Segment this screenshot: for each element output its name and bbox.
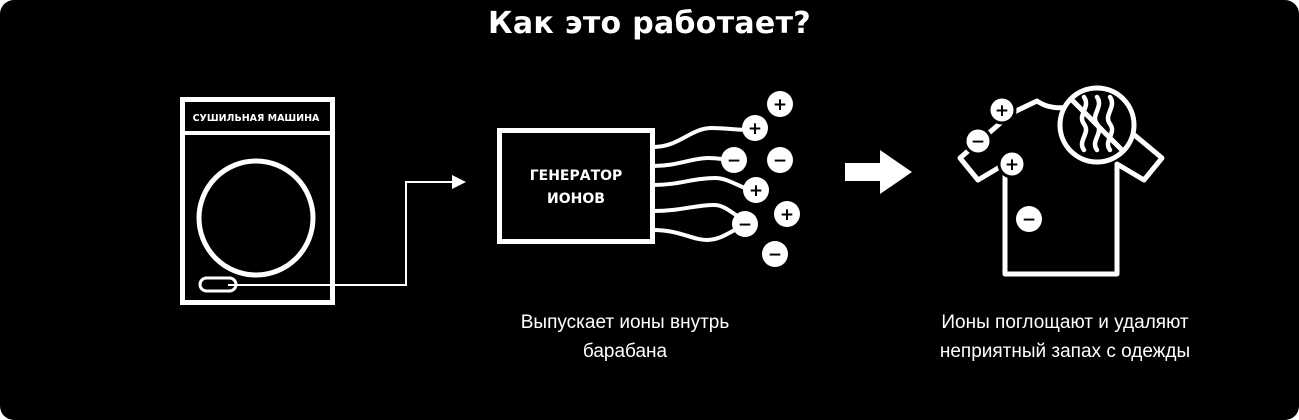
svg-text:+: + [1005, 155, 1019, 175]
svg-text:+: + [748, 119, 762, 139]
svg-text:+: + [749, 181, 763, 201]
svg-text:−: − [773, 151, 787, 171]
no-odor-icon [1057, 85, 1137, 165]
ion-plus: + [767, 91, 793, 117]
shirt-caption-line1: Ионы поглощают и удаляют [941, 312, 1189, 333]
shirt-caption: Ионы поглощают и удаляют неприятный запа… [900, 308, 1230, 366]
ion-minus: − [721, 147, 747, 173]
svg-text:+: + [780, 205, 794, 225]
generator-caption: Выпускает ионы внутрь барабана [480, 308, 770, 366]
ion-minus: − [1016, 206, 1042, 232]
svg-text:−: − [768, 245, 782, 265]
svg-text:−: − [971, 132, 985, 152]
generator-label-line1: ГЕНЕРАТОР [530, 168, 623, 184]
dryer-label: СУШИЛЬНАЯ МАШИНА [193, 113, 320, 124]
ion-plus: + [987, 95, 1017, 125]
ion-plus: + [742, 115, 768, 141]
page-title: Как это работает? [488, 6, 811, 41]
generator-caption-line1: Выпускает ионы внутрь [520, 312, 730, 333]
ion-generator-box [497, 128, 655, 244]
ion-minus: − [767, 147, 793, 173]
generator-caption-line2: барабана [582, 341, 668, 362]
svg-text:−: − [727, 151, 741, 171]
ion-plus: + [743, 177, 769, 203]
ion-minus: − [732, 211, 758, 237]
shirt-caption-line2: неприятный запах с одежды [939, 341, 1191, 362]
svg-text:−: − [738, 215, 752, 235]
dryer-door [196, 158, 316, 278]
ion-plus: + [997, 149, 1027, 179]
generator-label-line2: ИОНОВ [547, 191, 605, 207]
ion-cluster-generator: + + − − + + − − [721, 91, 800, 267]
svg-text:+: + [773, 95, 787, 115]
dryer-machine [180, 97, 335, 305]
ion-cluster-shirt: + − + − [963, 95, 1042, 232]
connector-arrow [228, 175, 466, 286]
svg-text:+: + [995, 101, 1009, 121]
ion-minus: − [762, 241, 788, 267]
right-arrow-icon [845, 150, 912, 194]
ion-plus: + [774, 201, 800, 227]
ion-minus: − [963, 126, 993, 156]
svg-text:−: − [1022, 210, 1036, 230]
